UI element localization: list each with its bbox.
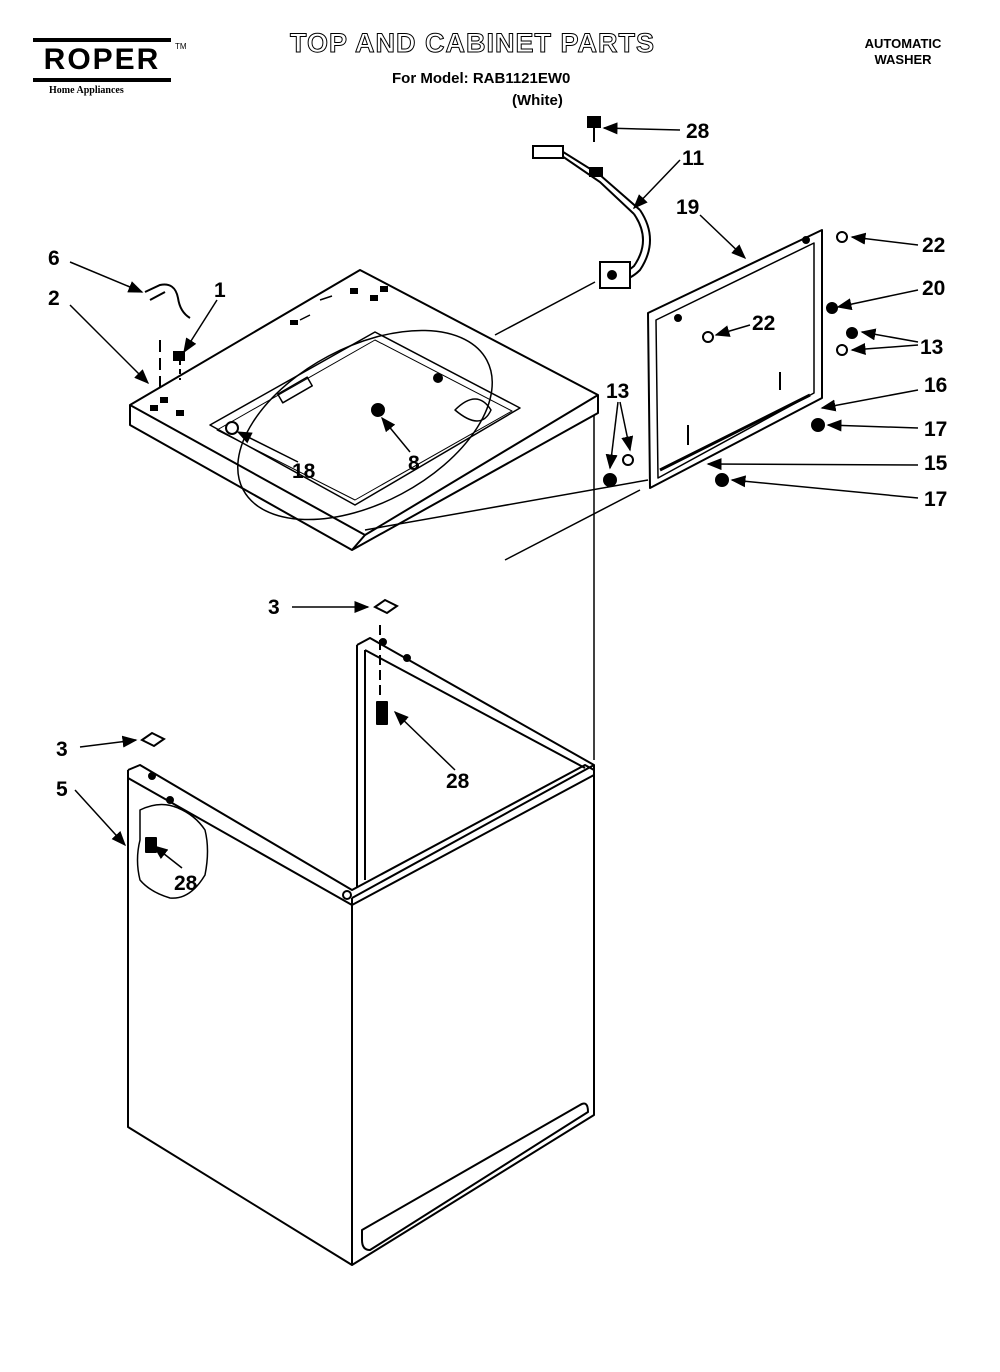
callout-15: 15 [924,452,948,475]
clip-3-parts [140,598,399,748]
callout-19: 19 [676,196,699,219]
callout-28-top: 28 [686,120,710,143]
trademark: TM [175,42,187,51]
appliance-type: AUTOMATIC WASHER [848,36,958,68]
cabinet [127,415,595,1266]
callout-labels: 6 2 1 8 18 28 11 19 22 22 20 13 13 16 17… [48,120,948,895]
wire-harness [494,145,651,336]
callout-arrows [69,122,919,869]
callout-17-lower: 17 [924,488,947,511]
callout-16: 16 [924,374,947,397]
callout-20: 20 [922,277,945,300]
callout-1: 1 [214,279,226,302]
callout-17-upper: 17 [924,418,947,441]
callout-5: 5 [56,778,68,801]
brand-subtitle: Home Appliances [49,85,124,96]
roper-logo: ROPER TM Home Appliances [33,38,187,96]
page-title: TOP AND CABINET PARTS [289,28,656,59]
top-panel [129,269,599,551]
callout-22-right: 22 [922,234,945,257]
callout-13-left: 13 [606,380,629,403]
clip-part [144,283,191,390]
callout-6: 6 [48,247,60,270]
callout-18: 18 [292,460,316,483]
callout-2: 2 [48,287,60,310]
callout-28-cabinet: 28 [446,770,470,793]
callout-3-lower: 3 [56,738,68,761]
screw-28-top [587,116,601,142]
callout-28-cutaway: 28 [174,872,198,895]
model-line: For Model: RAB1121EW0 [392,70,571,87]
callout-13-right: 13 [920,336,943,359]
appliance-type-line2: WASHER [874,52,932,67]
callout-3-upper: 3 [268,596,280,619]
callout-22-left: 22 [752,312,775,335]
brand-name: ROPER [33,38,171,82]
appliance-type-line1: AUTOMATIC [864,36,942,51]
callout-8: 8 [408,452,420,475]
color-line: (White) [512,92,563,109]
callout-11: 11 [682,147,705,170]
lid [364,229,858,561]
